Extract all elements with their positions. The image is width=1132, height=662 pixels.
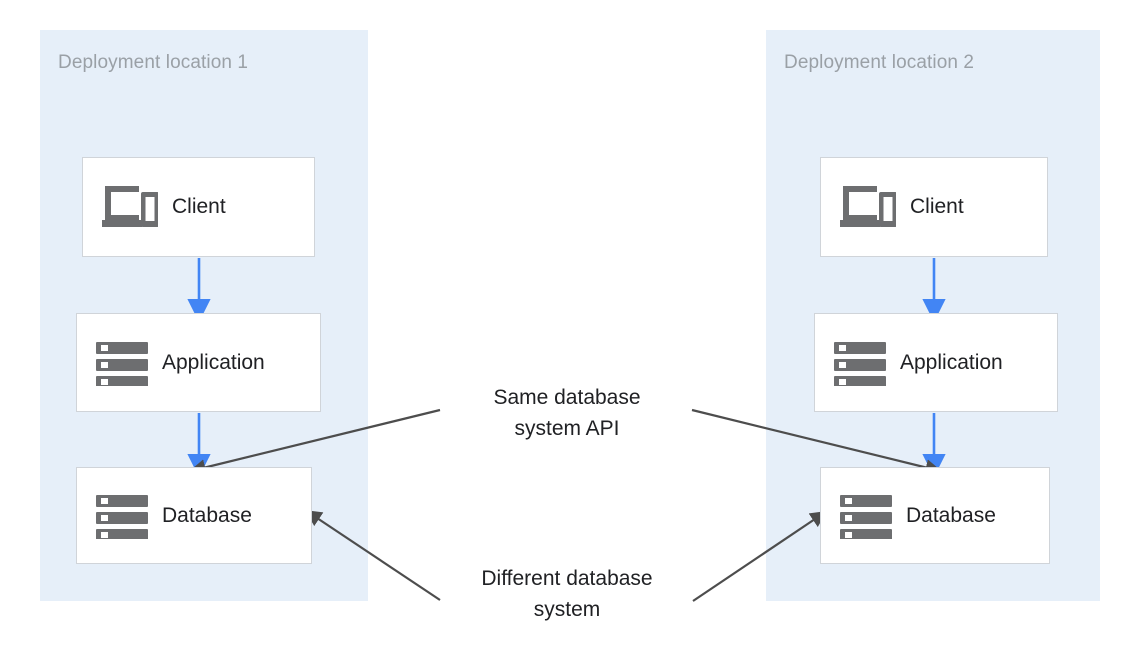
node-database-1-label: Database xyxy=(162,503,252,527)
deployment-location-2-title: Deployment location 2 xyxy=(784,52,975,73)
node-application-1[interactable]: Application xyxy=(76,313,321,412)
server-stack-icon xyxy=(96,341,148,386)
annotation-different-database-system: Different database system xyxy=(481,567,653,621)
server-stack-icon xyxy=(834,341,886,386)
node-client-2-label: Client xyxy=(910,195,964,218)
node-application-1-label: Application xyxy=(162,350,265,374)
devices-icon xyxy=(102,186,158,227)
server-stack-icon xyxy=(96,494,148,539)
node-application-2-label: Application xyxy=(900,350,1003,374)
node-client-1-label: Client xyxy=(172,195,226,218)
node-database-1[interactable]: Database xyxy=(76,467,312,564)
devices-icon xyxy=(840,186,896,227)
node-application-2[interactable]: Application xyxy=(814,313,1058,412)
deployment-location-1-title: Deployment location 1 xyxy=(58,52,249,73)
server-stack-icon xyxy=(840,494,892,539)
node-database-2-label: Database xyxy=(906,503,996,527)
node-database-2[interactable]: Database xyxy=(820,467,1050,564)
node-client-2[interactable]: Client xyxy=(820,157,1048,257)
node-client-1[interactable]: Client xyxy=(82,157,315,257)
annotation-same-database-system-api: Same database system API xyxy=(493,386,641,440)
